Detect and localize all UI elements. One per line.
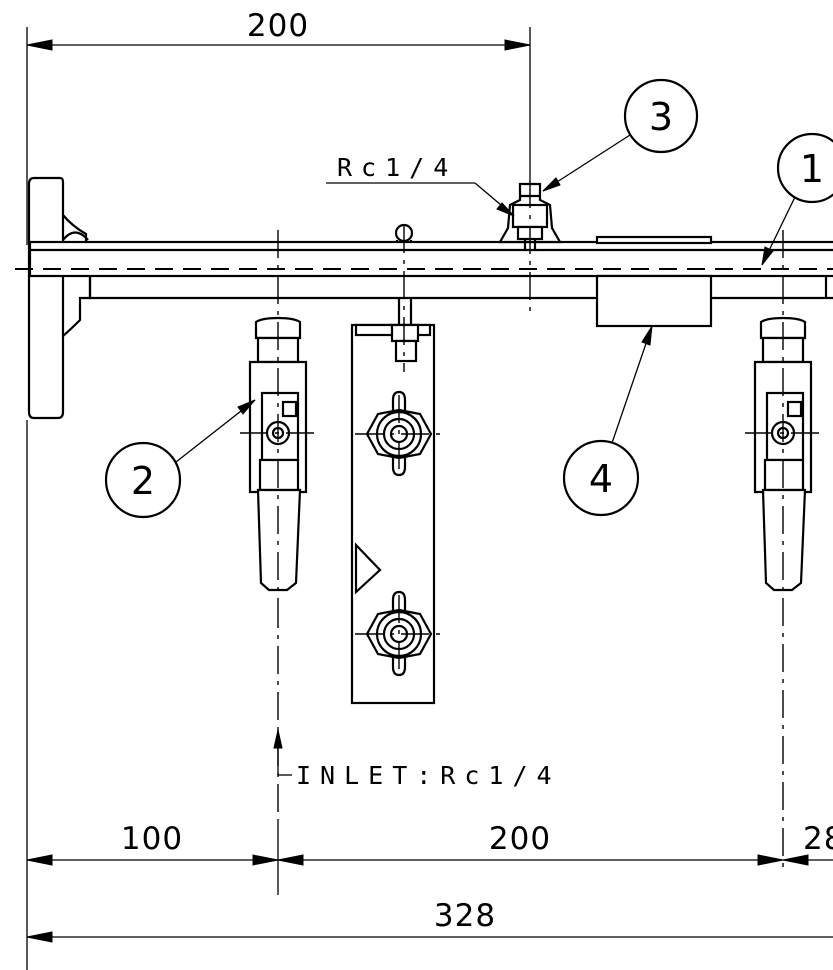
dimension-bottom-row: 100 200 28	[26, 821, 833, 866]
dimension-overall: 328	[26, 898, 833, 943]
dimension-label-200: 200	[489, 821, 551, 857]
dimension-top-200: 200	[26, 8, 531, 51]
dimension-label-100: 100	[121, 821, 183, 857]
valve-right	[745, 230, 821, 870]
port-callout: Rc1/4	[326, 153, 515, 217]
dimension-label-28: 28	[803, 821, 833, 857]
mounting-bracket	[350, 223, 445, 705]
balloon-1: 1	[761, 132, 833, 266]
balloon-2: 2	[104, 399, 256, 519]
balloon-4: 4	[562, 325, 653, 517]
dimension-label-328: 328	[434, 898, 496, 934]
dimension-label-top: 200	[247, 8, 309, 44]
centerlines	[15, 180, 833, 820]
valve-left	[240, 230, 316, 600]
balloon-2-label: 2	[131, 459, 155, 503]
extension-lines	[26, 27, 531, 970]
balloon-3: 3	[542, 78, 699, 192]
inlet-label: INLET:Rc1/4	[296, 761, 561, 790]
manifold-body	[27, 176, 833, 420]
balloon-4-label: 4	[589, 457, 613, 501]
inlet-callout: INLET:Rc1/4	[273, 729, 561, 790]
balloon-3-label: 3	[649, 95, 673, 139]
balloon-1-label: 1	[800, 147, 824, 191]
port-label: Rc1/4	[337, 153, 457, 182]
